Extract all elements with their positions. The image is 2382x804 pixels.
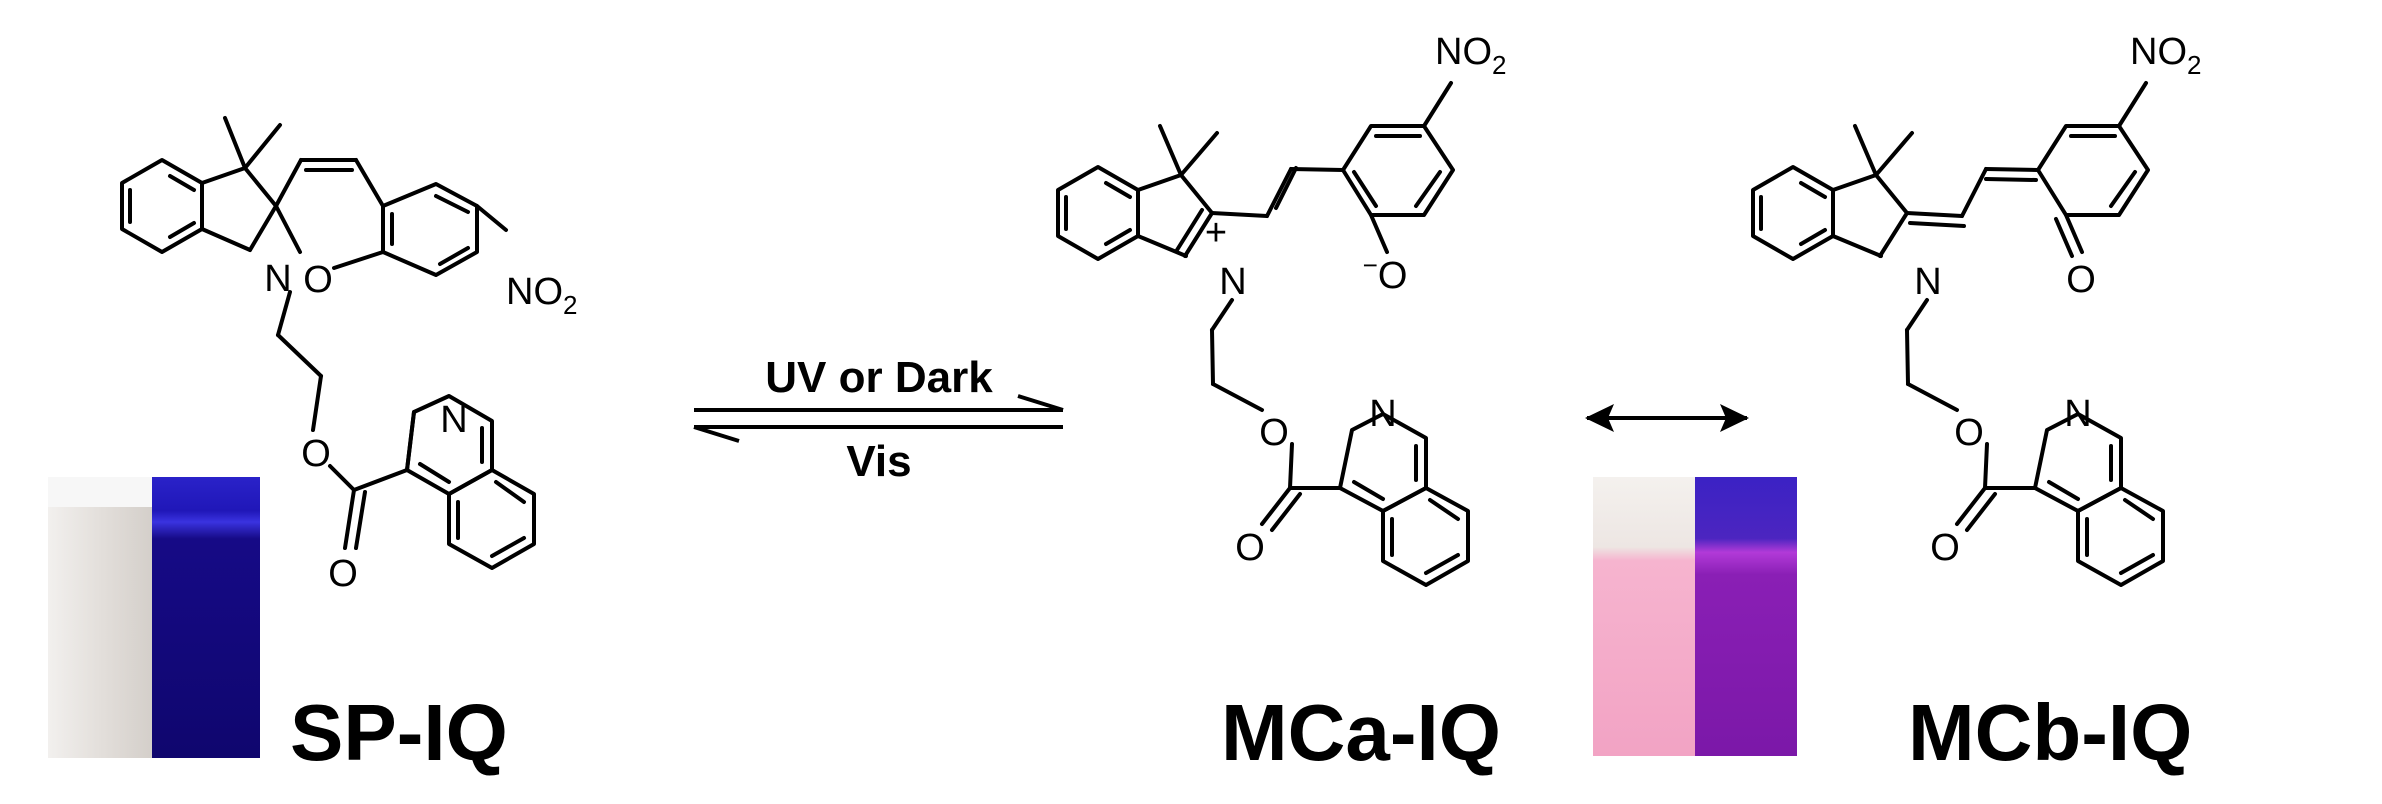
forward-condition: UV or Dark (765, 353, 993, 402)
mc-vial-photo (1593, 477, 1797, 756)
sp-nitro-group: NO2 (506, 271, 577, 320)
mcb-o-carbonyl-atom: O (1930, 527, 1960, 569)
equilibrium-arrow[interactable] (693, 394, 1064, 443)
mca-iq-label: MCa-IQ (1221, 688, 1501, 777)
mcb-nitro-group: NO2 (2130, 31, 2201, 80)
sp-o-ring-atom: O (303, 259, 333, 301)
mca-n-plus-atom: N (1219, 261, 1246, 303)
mcb-n-atom: N (1914, 261, 1941, 303)
sp-iq-label: SP-IQ (290, 688, 508, 777)
mca-o-minus-atom: −O (1363, 250, 1408, 297)
mca-iq-structure (1056, 81, 1470, 587)
resonance-arrow[interactable] (1585, 404, 1749, 432)
sp-vial-photo (48, 477, 260, 758)
sp-o-carbonyl-atom: O (328, 553, 358, 595)
mca-nitro-group: NO2 (1435, 31, 1506, 80)
sp-n-atom: N (264, 258, 291, 300)
mca-o-ester-atom: O (1259, 412, 1289, 454)
mcb-o-keto-atom: O (2066, 259, 2096, 301)
reverse-condition: Vis (846, 437, 911, 486)
mcb-n-isoquinoline-atom: N (2064, 393, 2091, 435)
mca-n-isoquinoline-atom: N (1369, 393, 1396, 435)
mcb-iq-label: MCb-IQ (1908, 688, 2192, 777)
mcb-o-ester-atom: O (1954, 412, 1984, 454)
sp-o-ester-atom: O (301, 433, 331, 475)
mcb-iq-structure (1751, 81, 2165, 587)
sp-n-isoquinoline-atom: N (440, 399, 467, 441)
mca-plus-charge: + (1205, 212, 1227, 254)
mca-o-carbonyl-atom: O (1235, 527, 1265, 569)
sp-iq-structure (120, 116, 536, 570)
